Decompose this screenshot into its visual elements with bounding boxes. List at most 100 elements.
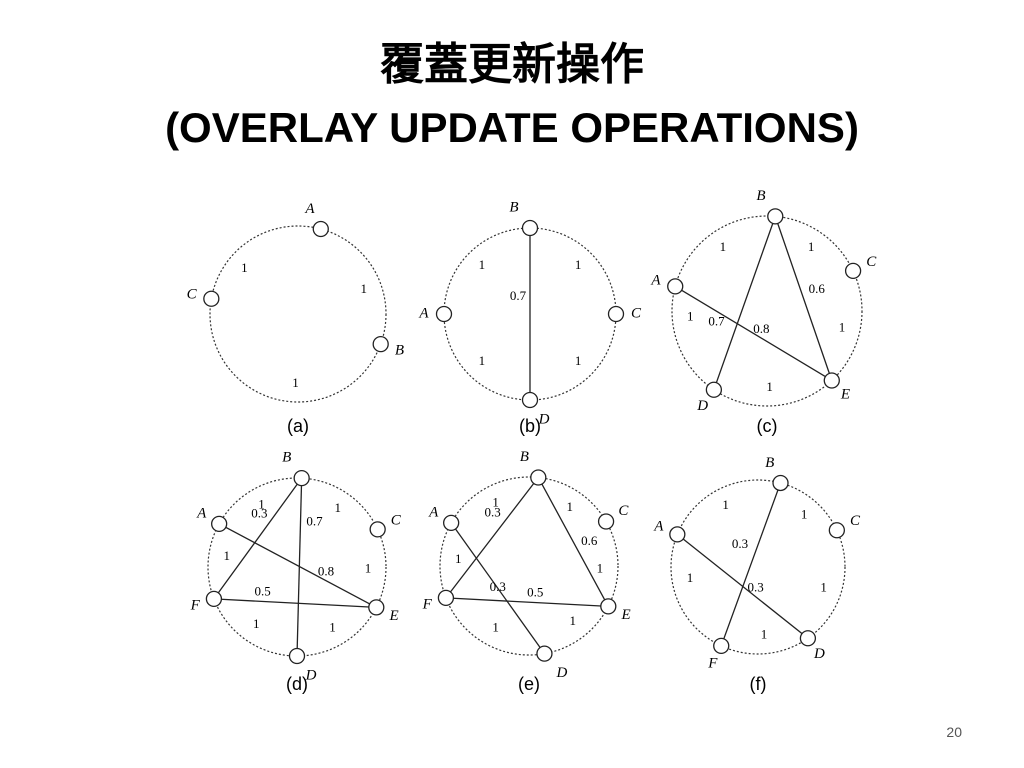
panel-caption: (d) [286, 674, 308, 694]
chord-B-E [774, 216, 833, 381]
ring-weight-label: 1 [361, 281, 368, 296]
chord-B-F [445, 477, 539, 599]
ring-weight-label: 1 [569, 613, 576, 628]
ring-weight-label: 1 [334, 500, 341, 515]
chord-A-E [674, 285, 833, 382]
node-label-B: B [282, 450, 291, 466]
node-label-D: D [696, 398, 708, 414]
node-label-B: B [520, 449, 529, 465]
node-label-B: B [765, 455, 774, 471]
ring-weight-label: 1 [292, 375, 299, 390]
node-label-F: F [190, 597, 201, 613]
node-F [205, 590, 223, 608]
ring [671, 215, 863, 407]
ring-weight-label: 1 [365, 560, 372, 575]
chord-weight-label: 0.3 [732, 536, 748, 551]
node-E [368, 599, 385, 616]
chord-weight-label: 0.3 [748, 580, 764, 595]
node-B [767, 208, 784, 225]
ring-weight-label: 1 [761, 627, 768, 642]
ring-weight-label: 1 [820, 579, 827, 594]
node-F [437, 589, 455, 607]
node-F [713, 637, 730, 654]
ring-weight-label: 1 [808, 239, 815, 254]
ring-weight-label: 1 [839, 319, 846, 334]
node-label-C: C [850, 513, 861, 529]
chord-B-D [713, 216, 776, 390]
ring-weight-label: 1 [492, 494, 499, 509]
node-B [772, 474, 789, 492]
node-label-D: D [556, 665, 568, 681]
node-A [443, 514, 460, 532]
chord-weight-label: 0.7 [306, 514, 323, 529]
ring [670, 479, 846, 655]
ring [439, 476, 619, 656]
ring-weight-label: 1 [575, 353, 582, 368]
node-C [844, 262, 862, 280]
ring-weight-label: 1 [575, 257, 582, 272]
ring [207, 477, 387, 657]
node-label-A: A [418, 305, 429, 321]
node-C [607, 305, 625, 323]
ring-weight-label: 1 [687, 570, 694, 585]
slide-title-chinese: 覆蓋更新操作 [380, 39, 644, 90]
node-label-A: A [650, 273, 661, 289]
chord-weight-label: 0.8 [318, 564, 334, 579]
node-label-C: C [866, 254, 877, 270]
node-D [288, 647, 306, 665]
node-label-D: D [305, 667, 317, 683]
chord-B-F [213, 477, 303, 600]
node-label-C: C [631, 305, 642, 321]
panel-caption: (f) [750, 674, 767, 694]
ring-weight-label: 1 [241, 260, 248, 275]
node-label-A: A [304, 201, 315, 217]
page-number: 20 [946, 724, 962, 740]
node-A [667, 278, 684, 295]
node-D [536, 645, 553, 662]
ring-weight-label: 1 [801, 507, 808, 522]
chord-F-E [213, 598, 377, 609]
node-label-F: F [707, 655, 718, 671]
ring-weight-label: 1 [722, 497, 729, 512]
node-A [211, 515, 228, 533]
slide-title-english: (OVERLAY UPDATE OPERATIONS) [165, 104, 859, 151]
ring-weight-label: 1 [329, 619, 336, 634]
node-E [823, 372, 840, 389]
chord-weight-label: 0.8 [753, 321, 769, 336]
chord-B-F [720, 482, 782, 647]
ring-weight-label: 1 [566, 499, 573, 514]
node-B [372, 335, 389, 353]
node-A [435, 305, 453, 323]
node-D [521, 391, 539, 409]
chord-A-D [450, 522, 545, 655]
panel-caption: (e) [518, 674, 540, 694]
ring-weight-label: 1 [223, 548, 230, 563]
chord-weight-label: 0.6 [581, 533, 598, 548]
node-C [369, 521, 386, 538]
chord-weight-label: 0.7 [510, 288, 527, 303]
chord-B-E [537, 477, 609, 607]
node-label-E: E [389, 608, 399, 624]
node-label-C: C [187, 287, 198, 303]
chord-weight-label: 0.3 [490, 579, 506, 594]
node-label-C: C [618, 503, 629, 519]
ring-weight-label: 1 [687, 309, 694, 324]
ring-weight-label: 1 [597, 561, 604, 576]
chord-weight-label: 0.5 [255, 583, 271, 598]
node-B [293, 469, 310, 487]
node-E [600, 598, 617, 615]
node-C [828, 522, 845, 539]
chord-weight-label: 0.3 [251, 505, 267, 520]
node-A [669, 526, 686, 543]
panel-caption: (c) [757, 416, 778, 436]
node-A [312, 220, 329, 238]
node-C [203, 290, 220, 307]
node-label-C: C [391, 512, 402, 528]
chord-weight-label: 0.5 [527, 585, 543, 600]
